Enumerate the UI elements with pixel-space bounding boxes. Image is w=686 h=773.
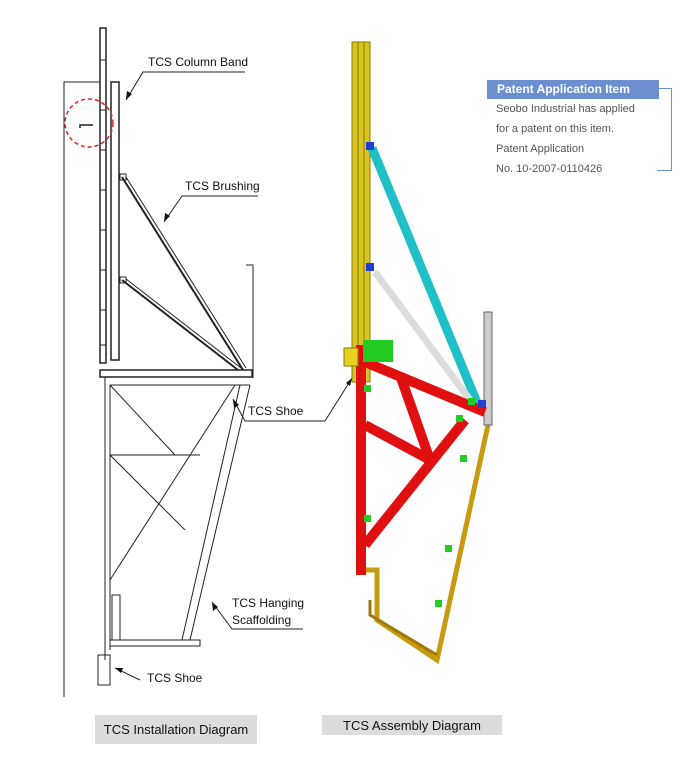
patent-line: Patent Application xyxy=(496,143,585,155)
patent-line: for a patent on this item. xyxy=(496,123,615,135)
column-band xyxy=(110,81,120,361)
brace-cyan xyxy=(367,146,483,407)
label-hanging-2: Scaffolding xyxy=(232,613,292,627)
label-brushing: TCS Brushing xyxy=(185,179,260,193)
patent-line: No. 10-2007-0110426 xyxy=(496,163,603,175)
label-shoe-upper: TCS Shoe xyxy=(248,404,304,418)
highlight-circle xyxy=(64,98,114,148)
brushing-leader xyxy=(163,195,258,223)
shoe-block xyxy=(343,347,359,367)
caption-assembly: TCS Assembly Diagram xyxy=(322,715,502,735)
label-column-band: TCS Column Band xyxy=(148,55,249,69)
column-yellow xyxy=(351,41,371,383)
caption-installation: TCS Installation Diagram xyxy=(95,715,257,744)
shoe-leader xyxy=(232,398,325,422)
brushing-lower xyxy=(121,279,239,371)
patent-box: Patent Application Item Seobo Industrial… xyxy=(487,80,659,179)
patent-bracket xyxy=(657,88,672,171)
patent-line: Seobo Industrial has applied xyxy=(496,103,635,115)
column xyxy=(99,27,107,364)
brace-white xyxy=(372,269,473,403)
label-shoe-lower: TCS Shoe xyxy=(147,671,203,685)
post xyxy=(483,311,493,426)
platform xyxy=(99,369,253,378)
frame-red xyxy=(356,345,487,575)
column-band-leader xyxy=(125,71,245,101)
label-hanging-1: TCS Hanging xyxy=(232,596,305,610)
wall-outline xyxy=(63,81,100,697)
hanging-leader xyxy=(211,601,303,630)
brushing-upper xyxy=(121,176,244,371)
joints xyxy=(363,340,475,607)
patent-title: Patent Application Item xyxy=(487,80,659,99)
